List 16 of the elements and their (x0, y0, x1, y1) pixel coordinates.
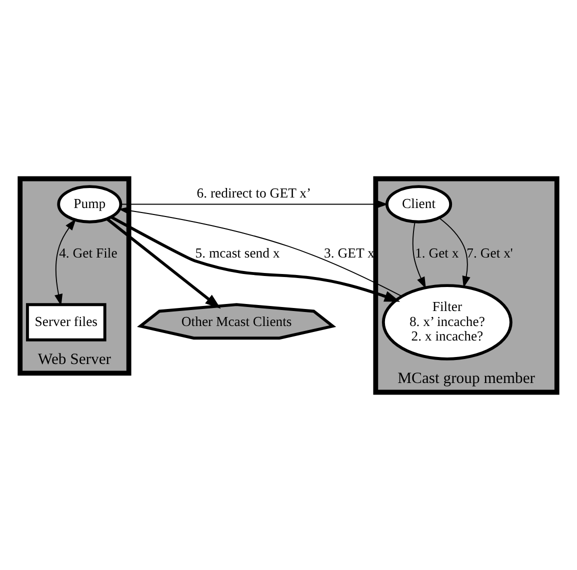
arrow (120, 200, 388, 208)
edge-label: 1. Get x (415, 244, 459, 260)
arrow (438, 216, 470, 288)
edge-label: 5. mcast send x (195, 244, 280, 260)
node-ellipse: Client (385, 184, 452, 223)
edge-label: 4. Get File (59, 244, 118, 260)
edge-label: 3. GET x (324, 244, 374, 260)
arrow (412, 221, 426, 288)
node-ellipse: Pump (57, 184, 122, 223)
arrow (106, 217, 221, 308)
arrow (54, 218, 76, 306)
edge-label: 7. Get x' (466, 244, 513, 260)
arrow (118, 206, 402, 296)
node-box: Server files (26, 302, 106, 341)
arrow (110, 215, 400, 302)
edge-label: 6. redirect to GET x’ (196, 185, 312, 200)
